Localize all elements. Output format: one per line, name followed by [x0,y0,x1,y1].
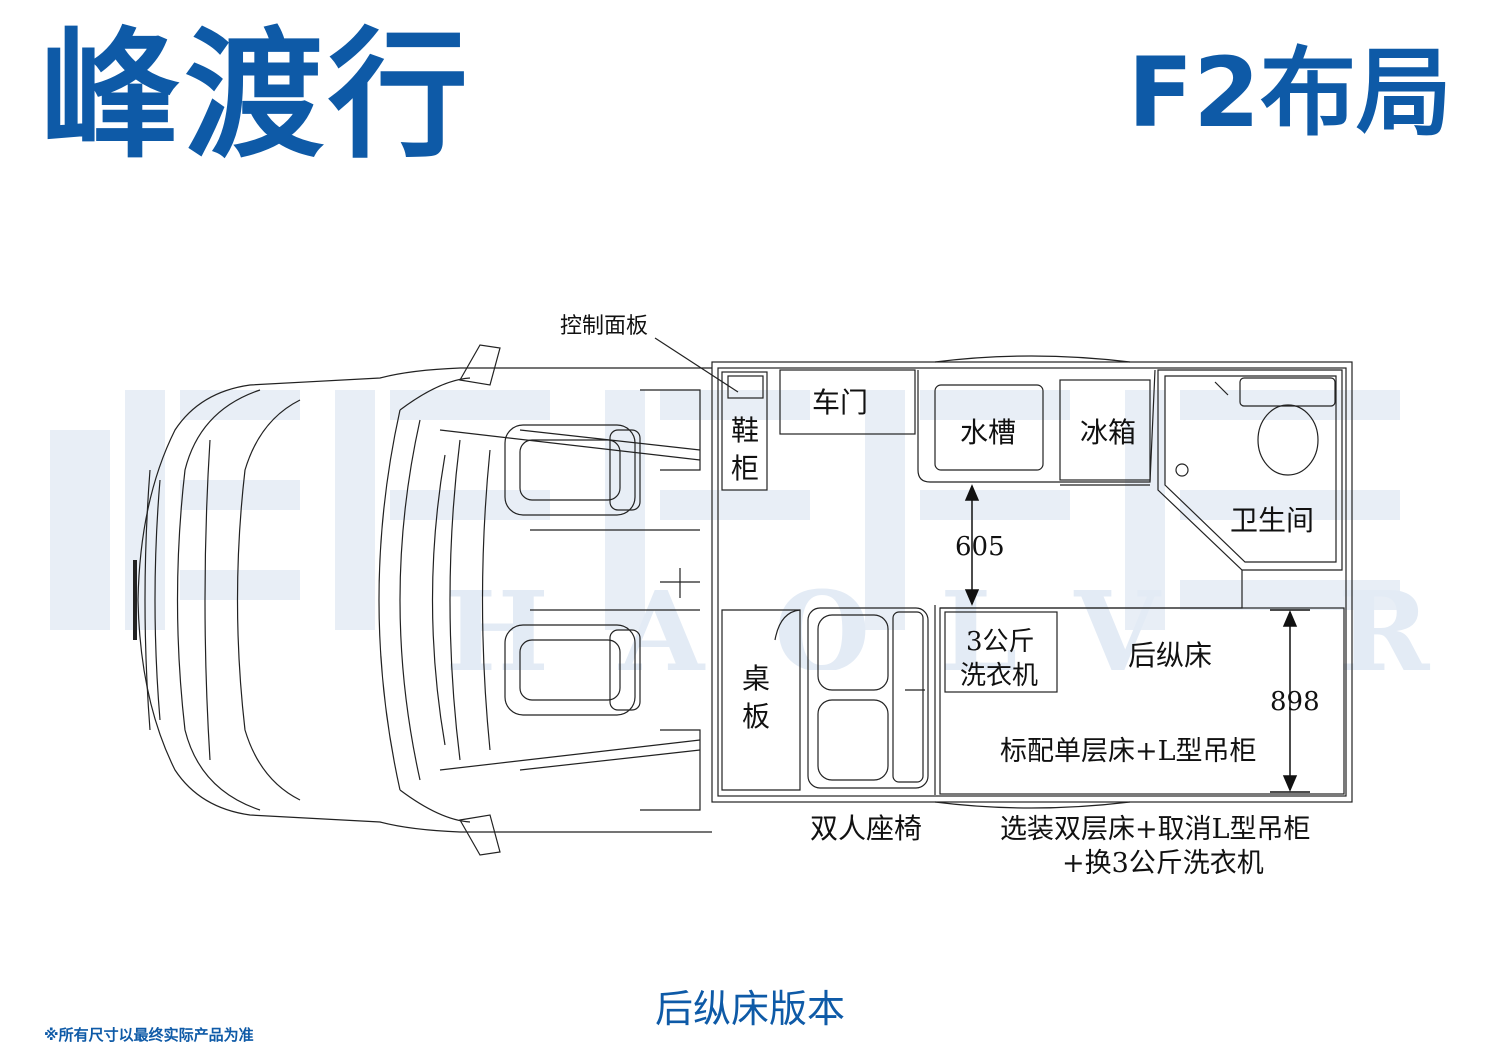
camper-body-outline [711,361,1353,803]
control-panel-leader [654,337,739,393]
dimension-605 [964,484,980,606]
sink-label: 水槽 [960,416,1016,449]
watermark-latin: HAOLV RV [445,567,1465,670]
table [721,609,801,791]
rear-bed [939,607,1345,795]
aisle-width-label: 605 [955,532,1005,562]
door-label: 车门 [812,386,868,419]
vehicle-cab [133,344,712,856]
door-area [779,369,916,435]
brand-title: 峰渡行 [40,15,473,178]
sink [934,384,1044,471]
disclaimer: ※所有尺寸以最终实际产品为准 [44,1026,254,1044]
double-seat-label: 双人座椅 [810,812,922,845]
double-seat [807,607,929,789]
bathroom [1157,369,1343,571]
table-label-2: 板 [742,700,770,733]
washer [944,611,1058,693]
standard-config-label: 标配单层床+L型吊柜 [1000,736,1257,767]
bathroom-label: 卫生间 [1230,504,1314,537]
option-label-2: +换3公斤洗衣机 [1062,848,1264,879]
shoe-cabinet-label-1: 鞋 [731,414,759,447]
washer-label-1: 3公斤 [966,627,1035,657]
fridge [1059,379,1151,481]
toilet [1257,404,1319,476]
option-label-1: 选装双层床+取消L型吊柜 [1000,814,1311,845]
shoe-cabinet [721,371,768,491]
layout-title: F2布局 [1127,37,1452,149]
watermark-logo: HAOLV RV [50,390,1465,670]
shoe-cabinet-label-2: 柜 [731,452,759,485]
control-panel-label: 控制面板 [560,314,648,339]
fridge-label: 冰箱 [1080,416,1136,449]
dimension-898 [1270,609,1310,793]
washer-label-2: 洗衣机 [960,661,1038,691]
rear-bed-label: 后纵床 [1128,639,1212,672]
table-label-1: 桌 [742,662,770,695]
version-caption: 后纵床版本 [654,987,845,1031]
bed-width-label: 898 [1270,687,1320,717]
